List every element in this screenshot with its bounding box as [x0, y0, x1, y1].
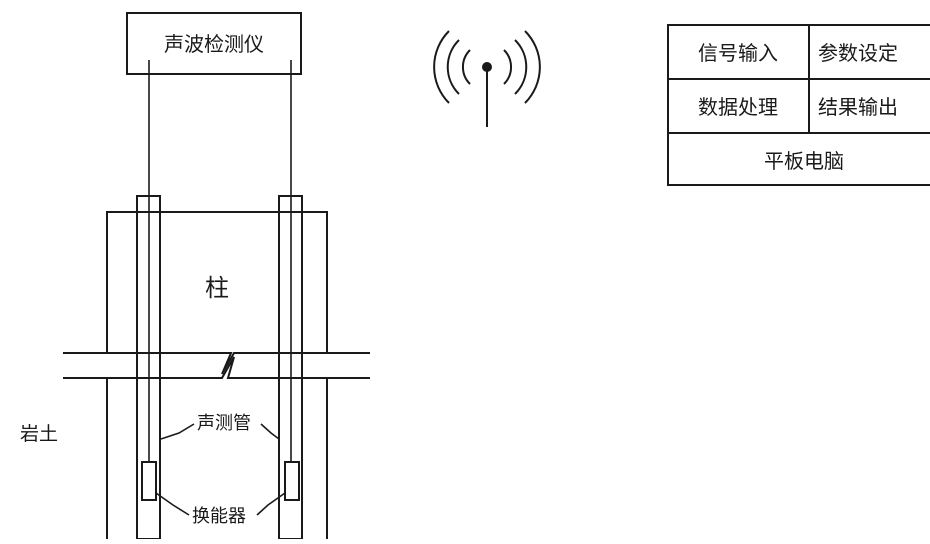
sonic-tubes	[136, 195, 303, 540]
transducer-leader-left	[155, 492, 190, 516]
tablet-cell-data-processing: 数据处理	[698, 95, 778, 119]
transducer-leader-right	[256, 492, 286, 516]
soil-label: 岩土	[20, 423, 58, 445]
transducers	[141, 461, 300, 501]
pillar-label: 柱	[205, 274, 229, 302]
pillar-outline	[106, 211, 328, 353]
tablet-cell-parameter-setting: 参数设定	[818, 41, 898, 65]
left-transducer	[141, 461, 157, 501]
pillar: 柱	[106, 211, 328, 539]
sonic-detector-label: 声波检测仪	[164, 32, 264, 56]
tablet-cell-signal-input: 信号输入	[698, 41, 778, 65]
ground-line-top	[63, 352, 370, 375]
ground-line	[63, 352, 370, 379]
tablet-computer: 信号输入 参数设定 数据处理 结果输出 平板电脑	[667, 24, 930, 186]
tablet-frame	[667, 24, 930, 186]
tube-leader-left	[160, 423, 195, 440]
tablet-title: 平板电脑	[764, 149, 844, 173]
tablet-cell-result-output: 结果输出	[818, 95, 898, 119]
ground-line-bottom	[63, 356, 370, 379]
right-transducer	[284, 461, 300, 501]
annotations: 岩土 声测管 换能器	[20, 413, 286, 527]
wireless-signal-icon	[433, 30, 541, 127]
sonic-detector: 声波检测仪	[126, 12, 302, 75]
tube-leader-right	[260, 423, 280, 440]
tube-label: 声测管	[197, 413, 251, 434]
sonic-detector-box	[126, 12, 302, 75]
transducer-label: 换能器	[192, 506, 246, 527]
signal-cables	[148, 60, 292, 485]
